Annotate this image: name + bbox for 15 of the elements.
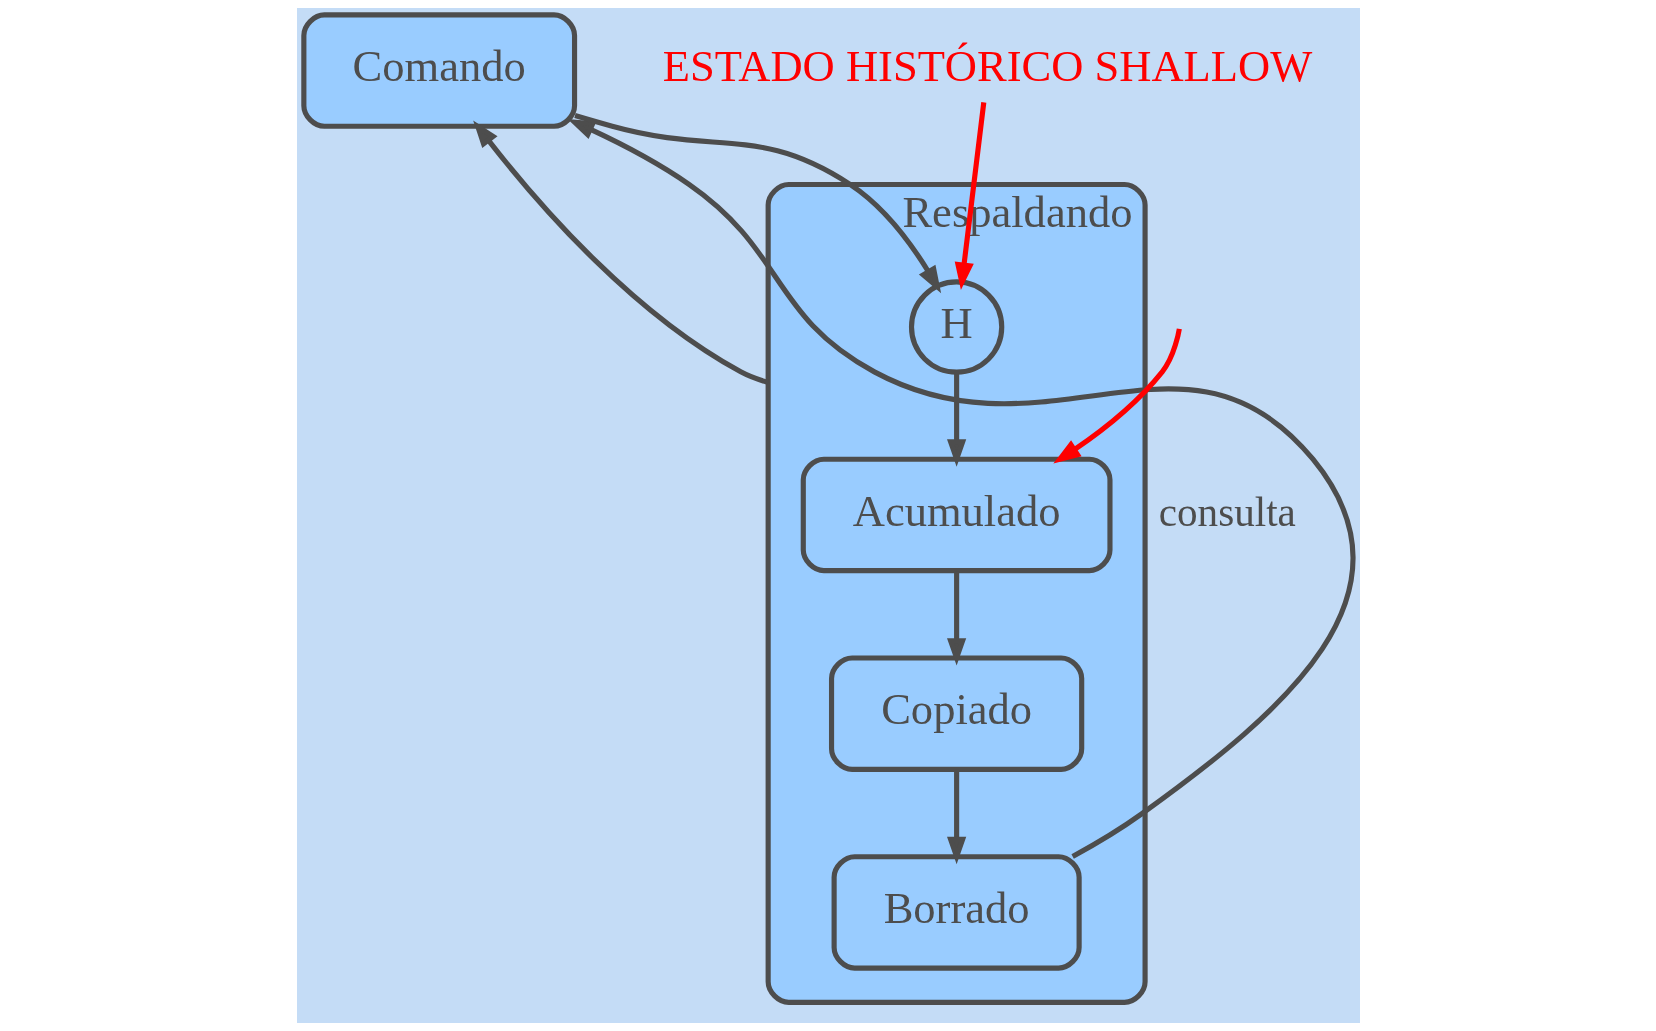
node-text: ESTADO HISTÓRICO SHALLOW — [662, 41, 1312, 92]
arrow — [472, 120, 769, 385]
arrow — [1052, 328, 1182, 464]
arrow — [567, 119, 1355, 859]
node-box: Copiado — [828, 655, 1084, 772]
edge-label: consulta — [1158, 488, 1296, 535]
arrow — [946, 372, 966, 467]
node-box: Comando — [300, 12, 577, 129]
node-box: Borrado — [831, 854, 1082, 971]
node-box: Acumulado — [800, 456, 1113, 574]
node-circle: H — [908, 279, 1004, 375]
arrow — [946, 571, 966, 666]
arrow — [954, 102, 986, 290]
arrow — [573, 113, 941, 294]
arrow — [946, 769, 966, 865]
